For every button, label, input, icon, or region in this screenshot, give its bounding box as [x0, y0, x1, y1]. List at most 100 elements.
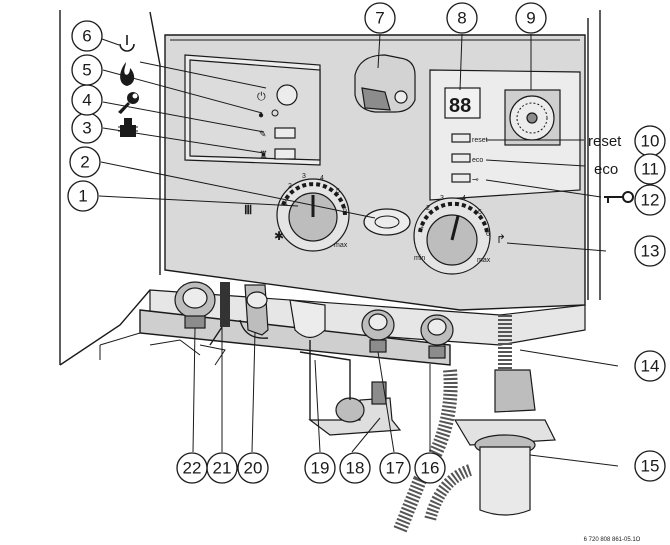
key-icon — [604, 191, 634, 203]
pipe-19 — [289, 299, 326, 420]
chimney-sweep-icon — [118, 118, 138, 137]
callout-21: 21 — [206, 452, 238, 484]
eco-button-label: eco — [472, 157, 483, 164]
callout-8: 8 — [446, 2, 478, 34]
dial-left-tick-5: 5 — [336, 188, 340, 195]
svg-text:8: 8 — [457, 9, 466, 28]
eco-button[interactable] — [451, 153, 471, 163]
callout-5: 5 — [71, 54, 103, 86]
callout-4: 4 — [71, 84, 103, 116]
callout-18: 18 — [339, 452, 371, 484]
indicator-lamp — [271, 109, 279, 117]
display-area: 88 reset eco ⊸ — [449, 95, 488, 184]
dial-right-tick-3: 3 — [440, 195, 444, 202]
callout-17: 17 — [379, 452, 411, 484]
power-small-icon: ⏻ — [257, 91, 266, 103]
callout-14: 14 — [634, 350, 666, 382]
service-button[interactable] — [274, 127, 296, 139]
radiator-icon: Ⅲ — [244, 203, 252, 217]
svg-text:12: 12 — [641, 191, 660, 210]
callout-7: 7 — [364, 2, 396, 34]
heating-temperature-dial[interactable]: 1 2 3 4 5 6 max ✱ Ⅲ — [244, 173, 350, 252]
dial-right-tick-6: 6 — [486, 231, 490, 238]
svg-text:14: 14 — [641, 357, 660, 376]
reset-button-label: reset — [472, 137, 488, 144]
document-number: 6 720 808 861-05.1O — [584, 537, 641, 543]
svg-text:1: 1 — [78, 187, 87, 206]
pressure-gauge — [504, 89, 561, 146]
lock-button[interactable] — [451, 173, 471, 183]
gas-valve-18 — [299, 351, 402, 436]
lock-small-icon: ⊸ — [472, 175, 479, 184]
dial-left-tick-2: 2 — [288, 183, 292, 190]
wrench-small-icon: ✎ — [259, 129, 267, 139]
svg-text:6: 6 — [82, 27, 91, 46]
svg-text:19: 19 — [311, 459, 330, 478]
hot-water-temperature-dial[interactable]: 1 2 3 4 5 6 min max ↱ — [413, 195, 506, 275]
fitting-20 — [239, 284, 269, 339]
svg-text:3: 3 — [82, 119, 91, 138]
reset-button[interactable] — [451, 133, 471, 143]
appliance-frame — [59, 10, 601, 366]
chimney-sweep-button[interactable] — [274, 148, 296, 160]
callout-1: 1 — [67, 180, 99, 212]
svg-text:22: 22 — [183, 459, 202, 478]
svg-text:16: 16 — [421, 459, 440, 478]
callout-10: 10 — [634, 125, 666, 157]
leader-lines — [98, 33, 619, 467]
power-icon — [119, 35, 135, 52]
snowflake-icon: ✱ — [274, 229, 284, 243]
svg-text:5: 5 — [82, 61, 91, 80]
reset-label: reset — [588, 133, 622, 150]
dial-right-tick-5: 5 — [478, 209, 482, 216]
svg-text:21: 21 — [213, 459, 232, 478]
side-icons — [118, 35, 139, 137]
power-button[interactable] — [276, 84, 298, 106]
chimney-small-icon: ♜ — [259, 150, 268, 161]
wrench-icon — [118, 92, 139, 114]
fitting-22 — [174, 281, 216, 329]
dial-left-tick-3: 3 — [302, 173, 306, 180]
callout-16: 16 — [414, 452, 446, 484]
callout-12: 12 — [634, 184, 666, 216]
svg-text:11: 11 — [641, 160, 659, 179]
left-buttons: ⏻ ● ✎ ♜ — [257, 84, 298, 161]
svg-text:17: 17 — [386, 459, 405, 478]
dial-right-max: max — [477, 257, 491, 264]
callout-3: 3 — [71, 112, 103, 144]
callout-19: 19 — [304, 452, 336, 484]
callout-2: 2 — [69, 146, 101, 178]
callout-13: 13 — [634, 235, 666, 267]
svg-text:2: 2 — [80, 153, 89, 172]
svg-text:13: 13 — [641, 242, 660, 261]
svg-text:10: 10 — [641, 132, 660, 151]
indicator-lens — [363, 208, 411, 236]
eco-label: eco — [594, 161, 618, 178]
siphon-15 — [453, 369, 556, 516]
condensate-hose-21 — [209, 282, 230, 346]
fitting-16 — [420, 314, 454, 359]
flame-icon — [120, 62, 135, 86]
callout-22: 22 — [176, 452, 208, 484]
svg-text:15: 15 — [641, 457, 660, 476]
dial-right-tick-1: 1 — [420, 223, 424, 230]
callout-11: 11 — [634, 153, 666, 185]
svg-text:18: 18 — [346, 459, 365, 478]
callout-9: 9 — [515, 2, 547, 34]
outside-labels: reset eco — [588, 133, 634, 203]
dial-left-max: max — [334, 242, 348, 249]
callout-15: 15 — [634, 450, 666, 482]
display-readout: 88 — [449, 95, 471, 117]
diagnostic-connector — [354, 54, 416, 113]
svg-text:9: 9 — [526, 9, 535, 28]
fitting-17 — [361, 309, 395, 353]
dial-right-min: min — [414, 255, 425, 262]
callout-6: 6 — [71, 20, 103, 52]
flame-small-icon: ● — [258, 110, 264, 121]
svg-text:20: 20 — [244, 459, 263, 478]
dial-right-tick-2: 2 — [426, 205, 430, 212]
callout-20: 20 — [237, 452, 269, 484]
dial-left-tick-1: 1 — [284, 200, 288, 207]
tap-icon: ↱ — [496, 232, 506, 246]
